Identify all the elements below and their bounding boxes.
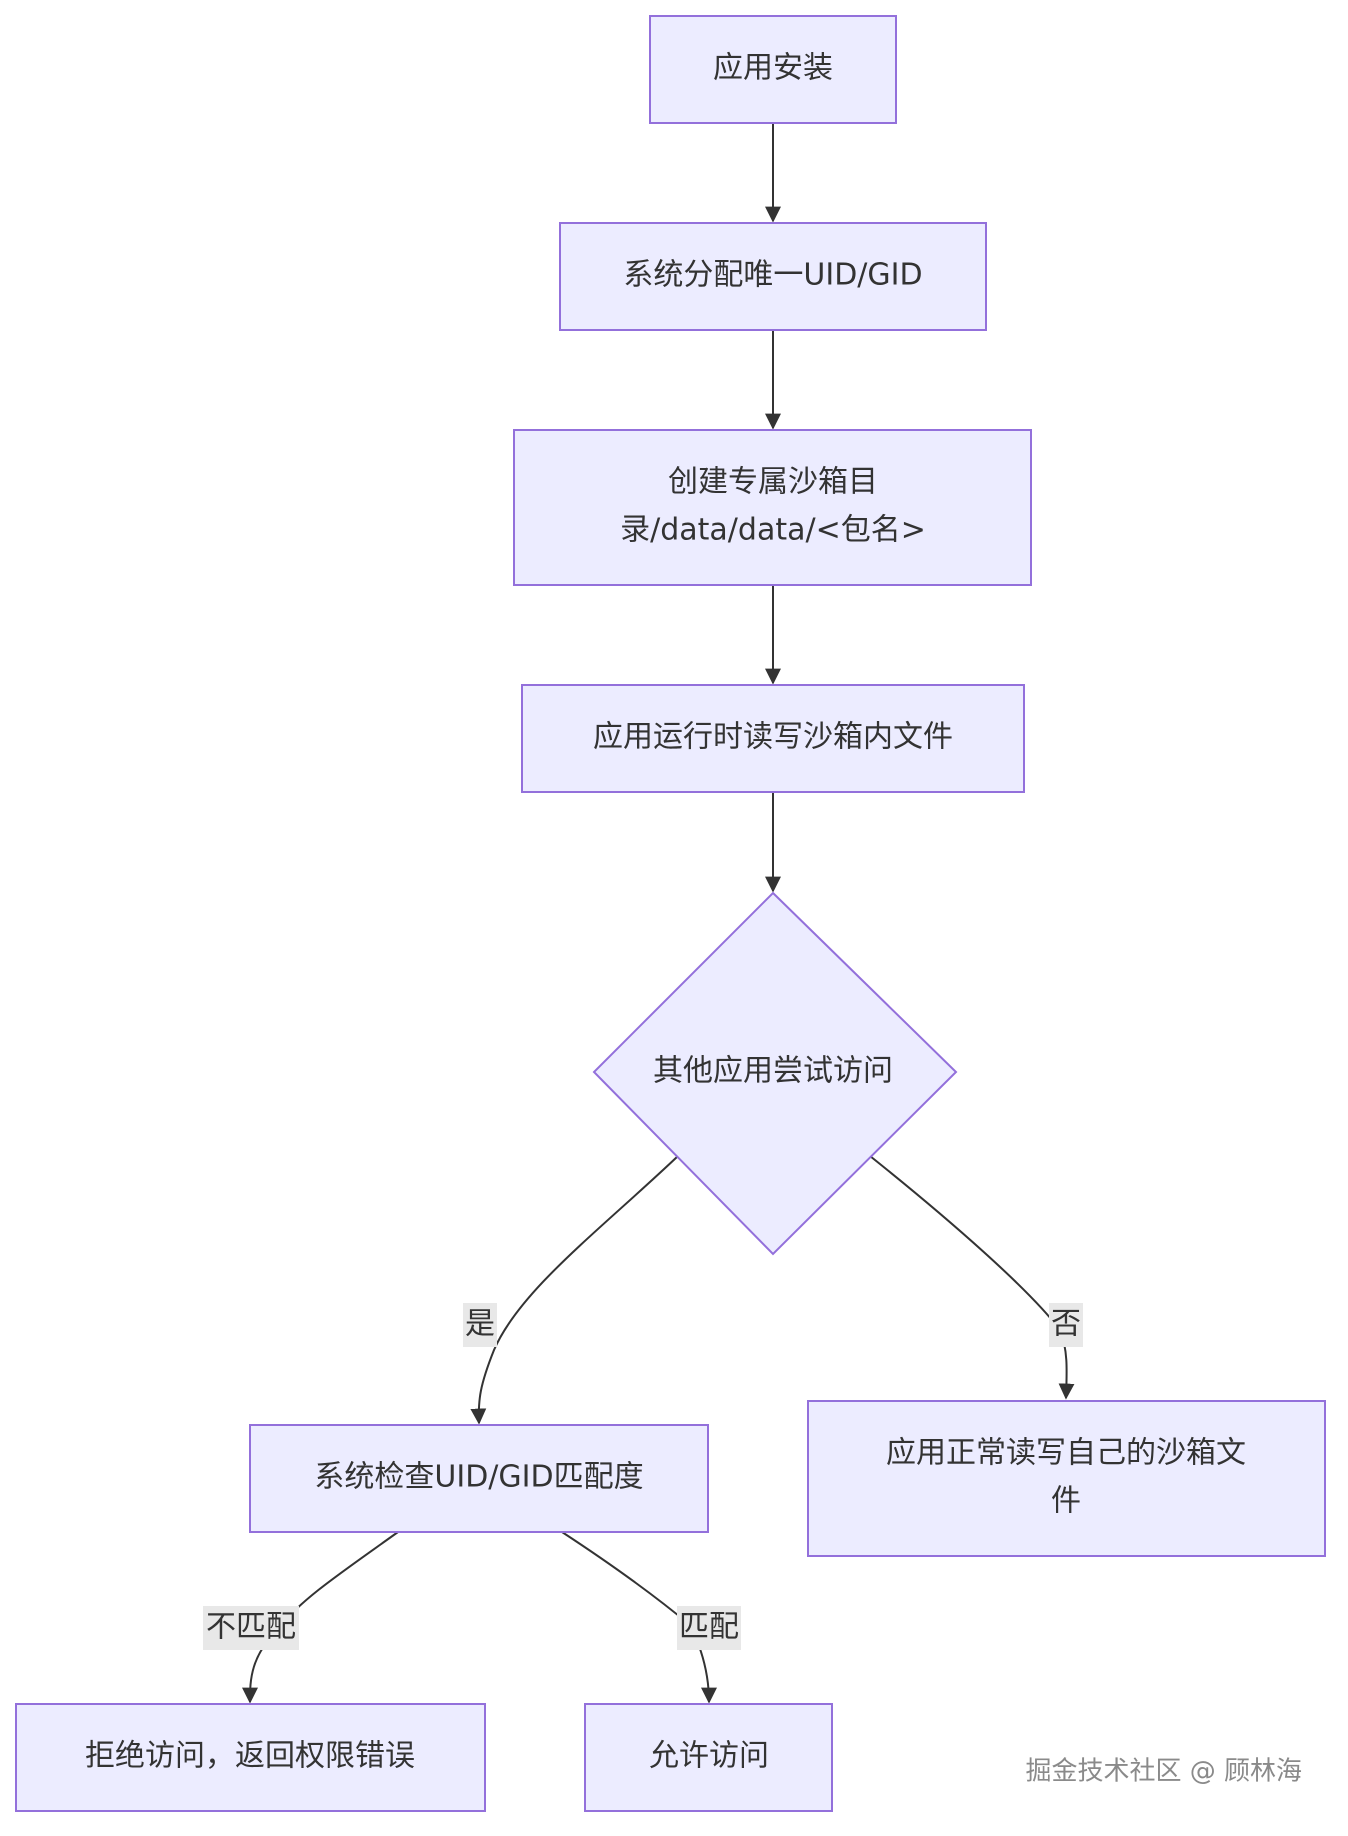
node-create-sandbox-text-line2: 录/data/data/<包名> — [620, 513, 926, 548]
node-install-text: 应用安装 — [713, 51, 833, 86]
node-runtime-rw-text: 应用运行时读写沙箱内文件 — [593, 720, 953, 755]
edge-label-yes: 是 — [463, 1303, 497, 1347]
node-check-uid-text: 系统检查UID/GID匹配度 — [314, 1460, 643, 1495]
node-create-sandbox-text-line1: 创建专属沙箱目 — [668, 465, 878, 500]
edge-label-no: 否 — [1049, 1303, 1083, 1347]
node-allow: 允许访问 — [584, 1703, 833, 1812]
node-runtime-rw: 应用运行时读写沙箱内文件 — [521, 684, 1025, 793]
node-normal-rw: 应用正常读写自己的沙箱文 件 — [807, 1400, 1326, 1557]
edge-label-no-text: 否 — [1051, 1307, 1081, 1342]
edge-label-yes-text: 是 — [465, 1307, 495, 1342]
edge-label-mismatch: 不匹配 — [203, 1606, 299, 1650]
node-assign-uid-text: 系统分配唯一UID/GID — [623, 258, 922, 293]
node-normal-rw-text-line2: 件 — [1051, 1484, 1081, 1519]
edge-decision-no — [869, 1155, 1075, 1400]
edge-decision-yes — [470, 1155, 679, 1425]
node-decision-other-access-text: 其他应用尝试访问 — [653, 1054, 893, 1089]
node-allow-text: 允许访问 — [649, 1739, 769, 1774]
node-assign-uid: 系统分配唯一UID/GID — [559, 222, 987, 331]
node-decision-other-access: 其他应用尝试访问 — [592, 891, 958, 1256]
node-check-uid: 系统检查UID/GID匹配度 — [249, 1424, 709, 1533]
node-deny: 拒绝访问，返回权限错误 — [15, 1703, 486, 1812]
edge-label-match: 匹配 — [677, 1606, 741, 1650]
edge-label-match-text: 匹配 — [679, 1610, 739, 1645]
node-deny-text: 拒绝访问，返回权限错误 — [85, 1739, 415, 1774]
node-normal-rw-text-line1: 应用正常读写自己的沙箱文 — [886, 1436, 1246, 1471]
node-create-sandbox: 创建专属沙箱目 录/data/data/<包名> — [513, 429, 1032, 586]
edge-label-mismatch-text: 不匹配 — [206, 1610, 296, 1645]
watermark: 掘金技术社区 @ 顾林海 — [1025, 1757, 1302, 1787]
node-install: 应用安装 — [649, 15, 897, 124]
